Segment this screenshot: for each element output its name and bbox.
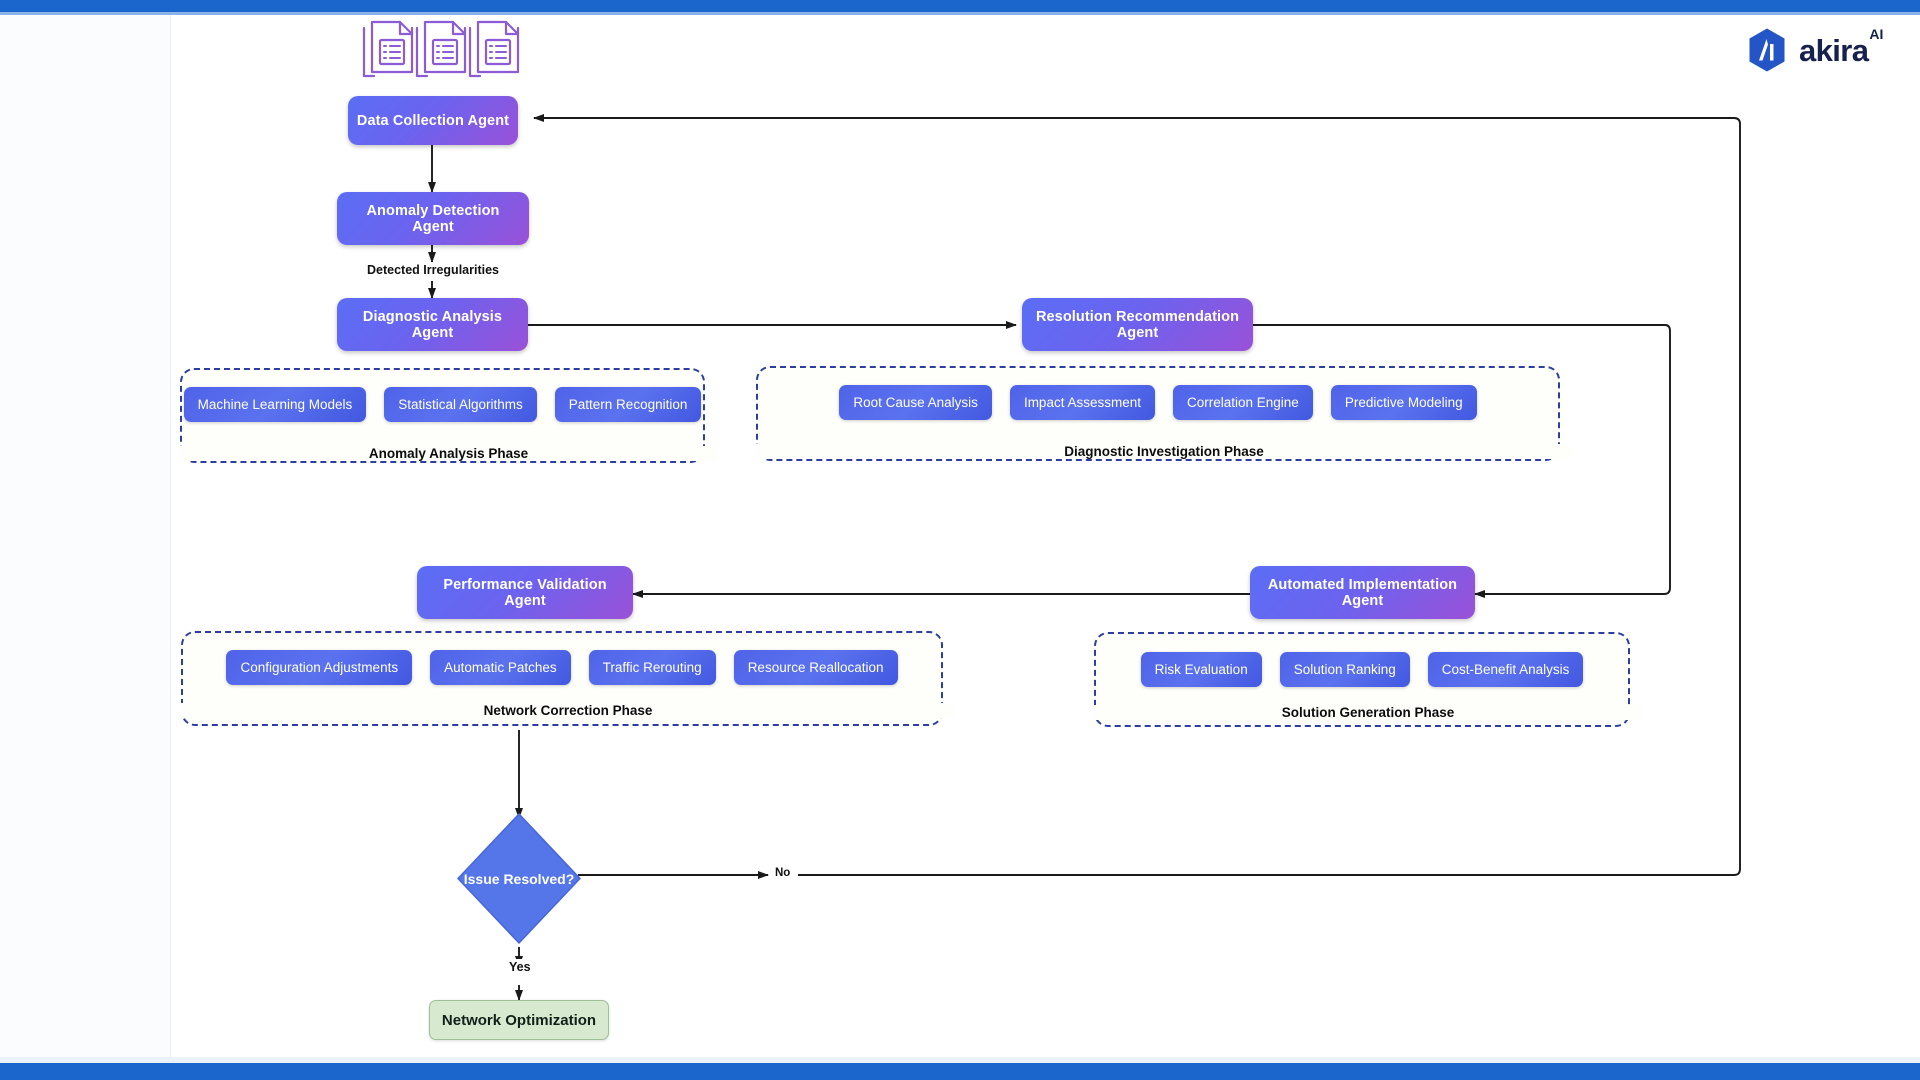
chip-cost-benefit-analysis[interactable]: Cost-Benefit Analysis <box>1427 652 1584 687</box>
node-resolution-recommendation-agent[interactable]: Resolution Recommendation Agent <box>1022 298 1253 351</box>
node-label: Diagnostic Analysis Agent <box>362 308 503 341</box>
edge-label-detected-irregularities: Detected Irregularities <box>363 262 503 278</box>
node-label: Issue Resolved? <box>463 870 575 887</box>
chip-impact-assessment[interactable]: Impact Assessment <box>1009 385 1155 420</box>
left-margin-pane <box>0 15 171 1057</box>
chip-machine-learning-models[interactable]: Machine Learning Models <box>183 387 367 422</box>
edge-label-no: No <box>771 866 795 880</box>
node-network-optimization-terminal[interactable]: Network Optimization <box>429 1000 609 1040</box>
node-diagnostic-analysis-agent[interactable]: Diagnostic Analysis Agent <box>337 298 528 351</box>
chip-configuration-adjustments[interactable]: Configuration Adjustments <box>226 650 413 685</box>
node-label: Performance Validation Agent <box>443 576 607 609</box>
chip-pattern-recognition[interactable]: Pattern Recognition <box>554 387 702 422</box>
document-icon-2 <box>415 20 467 78</box>
brand-logo: akira AI <box>1744 25 1884 73</box>
brand-superscript: AI <box>1869 25 1884 42</box>
node-automated-implementation-agent[interactable]: Automated Implementation Agent <box>1250 566 1475 619</box>
node-label: Anomaly Detection Agent <box>366 202 500 235</box>
document-icon-3 <box>468 20 520 78</box>
chip-risk-evaluation[interactable]: Risk Evaluation <box>1140 652 1262 687</box>
phase-items: Root Cause Analysis Impact Assessment Co… <box>758 385 1558 420</box>
phase-items: Machine Learning Models Statistical Algo… <box>182 387 703 422</box>
chip-root-cause-analysis[interactable]: Root Cause Analysis <box>839 385 992 420</box>
brand-wordmark: akira <box>1799 32 1869 68</box>
bottom-accent-hairline <box>0 1057 1920 1063</box>
node-label: Automated Implementation Agent <box>1267 576 1458 609</box>
node-data-collection-agent[interactable]: Data Collection Agent <box>348 96 518 145</box>
phase-items: Configuration Adjustments Automatic Patc… <box>183 650 941 685</box>
phase-label-anomaly-analysis: Anomaly Analysis Phase <box>180 446 717 461</box>
chip-correlation-engine[interactable]: Correlation Engine <box>1172 385 1313 420</box>
phase-label-solution-generation: Solution Generation Phase <box>1094 705 1642 720</box>
node-issue-resolved-decision[interactable]: Issue Resolved? <box>454 810 584 947</box>
diamond-shape <box>457 813 581 944</box>
chip-resource-reallocation[interactable]: Resource Reallocation <box>733 650 898 685</box>
node-label: Resolution Recommendation Agent <box>1035 308 1240 341</box>
chip-traffic-rerouting[interactable]: Traffic Rerouting <box>588 650 716 685</box>
node-anomaly-detection-agent[interactable]: Anomaly Detection Agent <box>337 192 529 245</box>
node-label: Data Collection Agent <box>356 112 510 129</box>
phase-label-diagnostic-investigation: Diagnostic Investigation Phase <box>756 444 1572 459</box>
chip-predictive-modeling[interactable]: Predictive Modeling <box>1330 385 1477 420</box>
top-accent-hairline <box>0 12 1920 15</box>
top-accent-bar <box>0 0 1920 12</box>
node-label: Network Optimization <box>441 1011 597 1029</box>
edge-label-yes: Yes <box>505 959 535 975</box>
node-performance-validation-agent[interactable]: Performance Validation Agent <box>417 566 633 619</box>
chip-statistical-algorithms[interactable]: Statistical Algorithms <box>384 387 537 422</box>
chip-automatic-patches[interactable]: Automatic Patches <box>430 650 571 685</box>
phase-label-network-correction: Network Correction Phase <box>181 703 955 718</box>
bottom-accent-bar <box>0 1063 1920 1080</box>
chip-solution-ranking[interactable]: Solution Ranking <box>1279 652 1410 687</box>
phase-items: Risk Evaluation Solution Ranking Cost-Be… <box>1096 652 1628 687</box>
document-icon-1 <box>362 20 414 78</box>
akira-hexagon-icon <box>1749 28 1785 72</box>
